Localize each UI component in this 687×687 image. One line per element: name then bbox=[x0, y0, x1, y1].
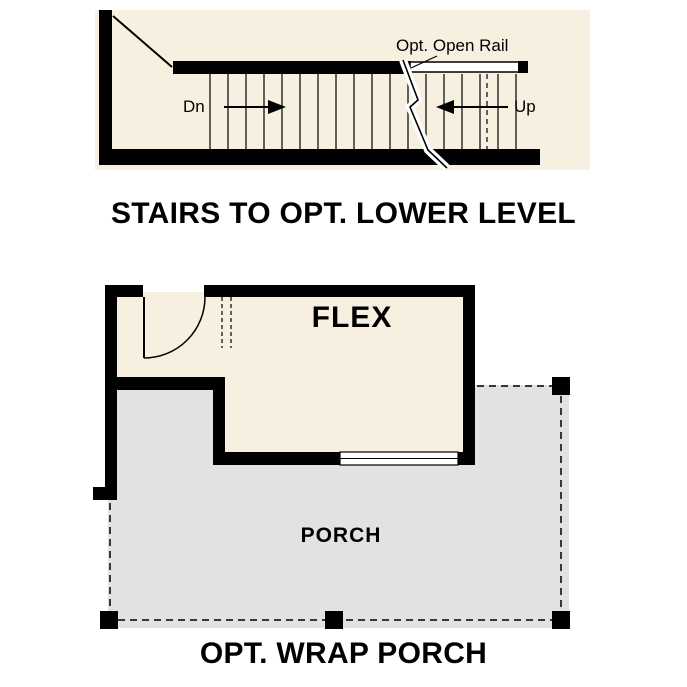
stairs-bottom-wall bbox=[99, 149, 540, 165]
stairs-top-wall bbox=[173, 61, 411, 74]
opening-above-dashed-lines bbox=[221, 297, 232, 348]
flex-right-wall bbox=[463, 285, 475, 465]
left-wall-stub bbox=[93, 487, 117, 500]
down-arrow-icon bbox=[224, 100, 286, 114]
open-rail-label: Opt. Open Rail bbox=[396, 36, 509, 55]
flex-inner-left-wall bbox=[213, 377, 225, 465]
porch-diagram-title: OPT. WRAP PORCH bbox=[199, 637, 488, 670]
stair-treads bbox=[209, 74, 517, 149]
porch-diagram bbox=[93, 285, 570, 629]
stairs-floor-area bbox=[95, 10, 590, 170]
flex-left-wall bbox=[105, 285, 117, 500]
porch-post-bottom-right bbox=[552, 611, 570, 629]
flex-floor-upper bbox=[112, 292, 468, 390]
up-arrow-icon bbox=[436, 100, 508, 114]
open-rail-end-post bbox=[518, 61, 528, 73]
flex-lower-left-wall bbox=[105, 377, 225, 390]
flex-door-swing bbox=[143, 296, 206, 359]
up-label: Up bbox=[514, 97, 536, 116]
porch-post-top-right bbox=[552, 377, 570, 395]
porch-post-bottom-middle bbox=[325, 611, 343, 629]
stairs-diagram-title: STAIRS TO OPT. LOWER LEVEL bbox=[110, 197, 577, 230]
porch-post-bottom-left bbox=[100, 611, 118, 629]
stairs-door-leaf bbox=[112, 15, 173, 68]
stairs-diagram bbox=[95, 10, 590, 171]
stairs-break-line bbox=[399, 58, 450, 171]
flex-room-label: FLEX bbox=[311, 301, 393, 334]
open-rail bbox=[409, 61, 521, 73]
open-rail-leader-line bbox=[410, 55, 438, 69]
flex-top-wall-right bbox=[204, 285, 475, 297]
flex-floor-lower bbox=[219, 390, 468, 458]
stairs-left-wall bbox=[99, 10, 112, 165]
porch-area-label: PORCH bbox=[300, 524, 382, 547]
down-label: Dn bbox=[183, 97, 205, 116]
flex-window bbox=[339, 451, 459, 466]
